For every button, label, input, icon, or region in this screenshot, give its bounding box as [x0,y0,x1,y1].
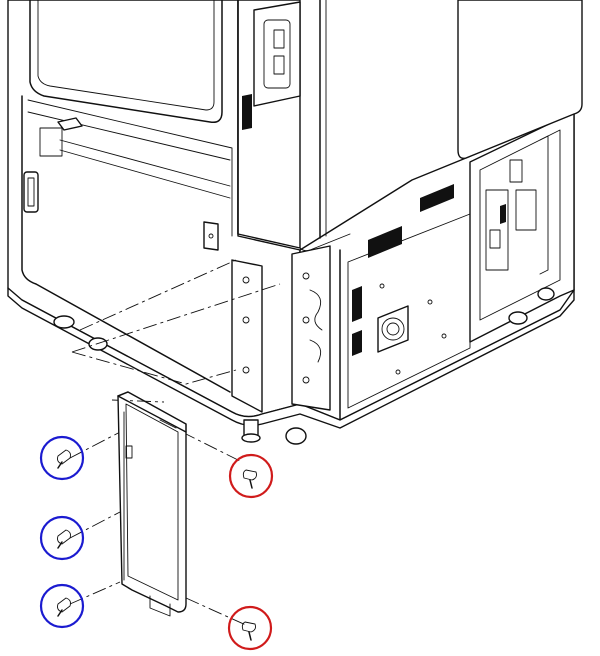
base-rail [7,287,575,429]
guide-lines [69,259,281,627]
mounting-column-right [291,245,331,411]
screw-callout-left-2 [39,515,85,561]
upper-right-cover [457,0,583,160]
screw-icon [57,529,71,549]
side-vents [352,184,454,356]
cover-panel-icon [117,391,187,617]
mounting-column-left [231,259,263,413]
front-door-frame [29,0,223,124]
screw-callout-left-1 [39,435,85,481]
callout-circle-blue [39,435,85,481]
callout-circle-blue [39,583,85,629]
caster-wheels [53,287,555,445]
control-panel [253,1,301,107]
fan-icon [377,305,409,353]
front-door-inner [37,0,215,111]
front-panel-seam [21,95,231,393]
corner-bracket [203,221,219,251]
screw-callout-left-3 [39,583,85,629]
screw-icon [242,469,257,489]
screw-icon [57,597,71,617]
callout-circle-blue [39,515,85,561]
screw-callout-right-1 [228,453,274,499]
machine-body [7,0,583,445]
screw-icon [241,621,256,641]
front-handle [23,171,39,213]
front-latch [57,117,83,131]
callout-circle-red [227,605,273,651]
screw-callout-right-2 [227,605,273,651]
screw-icon [57,449,71,469]
callout-circle-red [228,453,274,499]
circuit-board [485,135,549,275]
